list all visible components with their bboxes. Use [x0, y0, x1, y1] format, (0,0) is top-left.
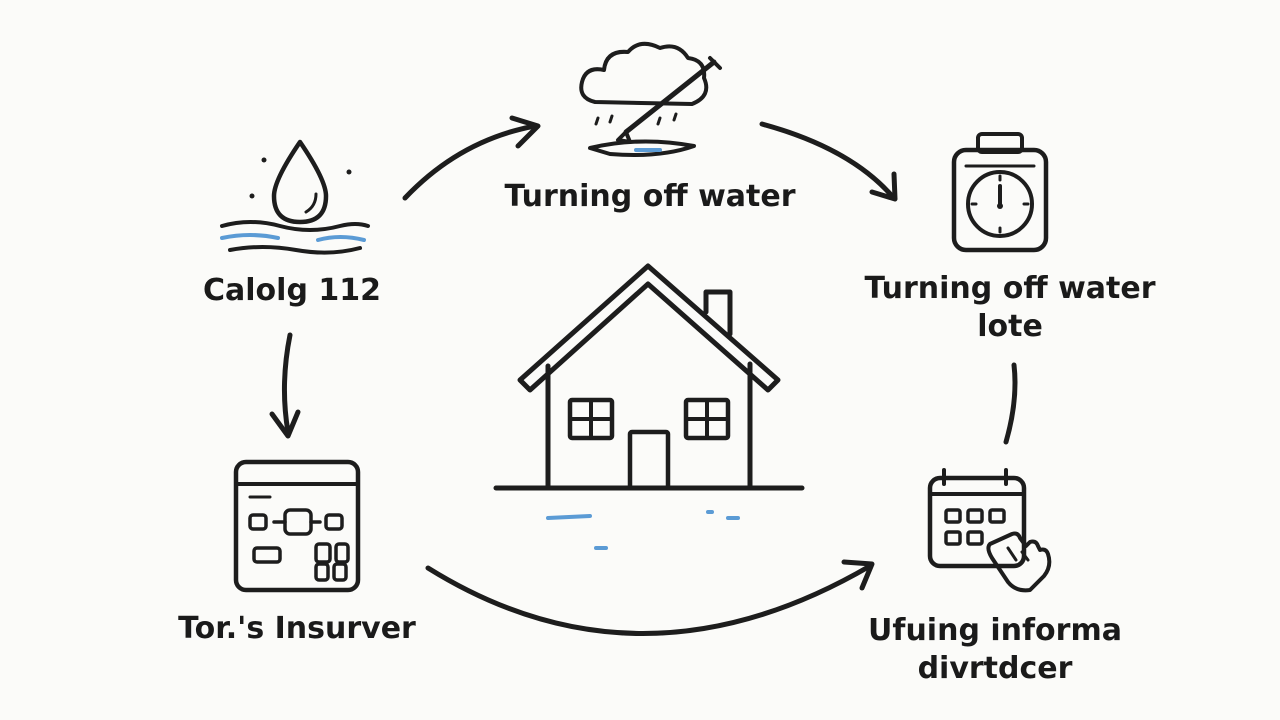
connector-left-down-arrow [269, 332, 301, 439]
water-drop-icon [220, 139, 370, 255]
connector-left-to-top-arrow [402, 115, 541, 201]
bottom-right-node-label: Ufuing informa divrtdcer [850, 612, 1140, 688]
top-node-label: Turning off water [504, 179, 796, 214]
bottom-right-node-label-line2: divrtdcer [917, 651, 1073, 686]
connector-top-to-right-arrow [759, 121, 898, 202]
right-node-label-line2: lote [977, 309, 1043, 344]
right-node-label: Turning off water lote [850, 270, 1170, 346]
storm-cloud-shovel-icon [579, 41, 722, 157]
water-meter-icon [951, 132, 1049, 253]
house-icon [493, 263, 805, 550]
connector-right-line [1003, 362, 1018, 445]
connector-bottom-arrow [425, 559, 875, 636]
bottom-right-node-label-line1: Ufuing informa [868, 613, 1122, 648]
bottom-left-node-label: Tor.'s Insurver [178, 611, 416, 646]
calendar-tap-icon [927, 468, 1052, 593]
right-node-label-line1: Turning off water [864, 271, 1156, 306]
browser-window-icon [233, 459, 361, 593]
left-node-label: Calolg 112 [203, 273, 381, 308]
